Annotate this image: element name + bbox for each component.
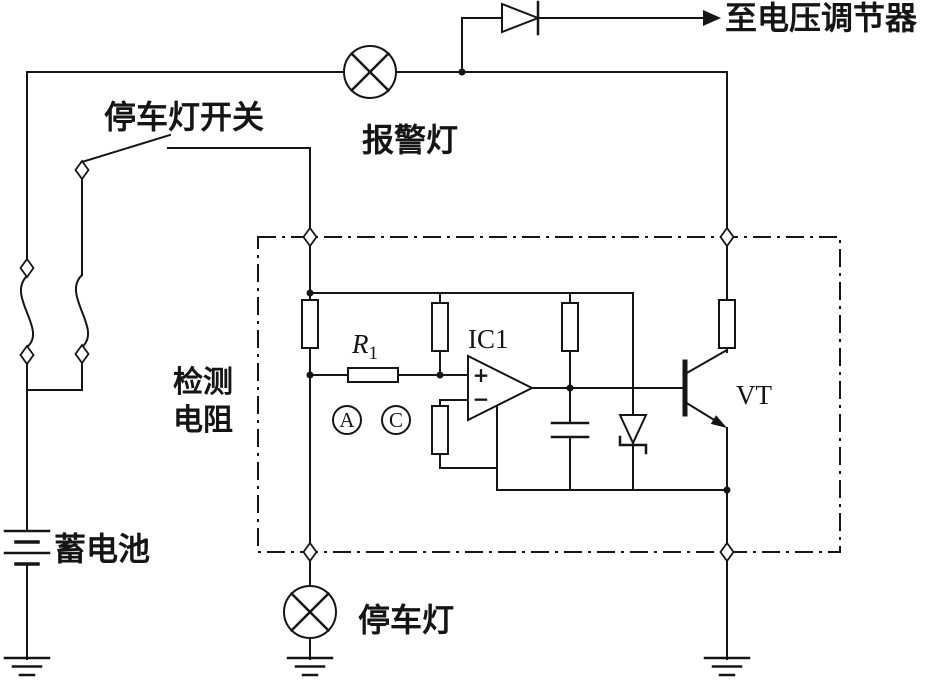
ic1-label: IC1 xyxy=(468,324,509,354)
opamp-triangle xyxy=(467,354,535,422)
terminal-diamonds xyxy=(19,159,735,563)
test-point-c-circle xyxy=(381,405,411,435)
battery-symbol xyxy=(3,529,51,566)
diode-symbol xyxy=(501,0,541,36)
warning-lamp-label: 报警灯 xyxy=(362,121,458,159)
collector-resistor xyxy=(718,299,736,349)
test-point-a-label: A xyxy=(339,408,355,432)
opamp-plus-sign: + xyxy=(473,363,490,387)
divider-resistor-bottom xyxy=(431,405,449,455)
control-module-boundary xyxy=(257,236,841,553)
zener-diode-symbol xyxy=(618,414,648,455)
ground-symbol-right xyxy=(703,656,751,677)
detection-resistor-label-line2: 电阻 xyxy=(173,403,233,438)
output-pullup-resistor xyxy=(561,302,579,352)
to-regulator-label: 至电压调节器 xyxy=(725,0,918,37)
r1-label-base: R xyxy=(351,329,369,359)
r1-label: R1 xyxy=(351,329,378,364)
parking-lamp-symbol xyxy=(283,585,337,639)
vt-label: VT xyxy=(736,380,772,410)
opamp-minus-sign: − xyxy=(473,387,490,411)
warning-lamp-symbol xyxy=(343,45,397,99)
ground-symbol-middle xyxy=(286,656,334,677)
battery-label: 蓄电池 xyxy=(54,530,150,568)
junction-dots xyxy=(306,68,731,494)
transistor-emitter-arrow xyxy=(710,415,727,428)
divider-resistor-top xyxy=(431,302,449,352)
capacitor-symbol xyxy=(550,421,590,439)
parking-switch-label: 停车灯开关 xyxy=(104,98,264,136)
ground-symbol-left xyxy=(3,656,51,677)
r1-label-sub: 1 xyxy=(369,343,379,364)
resistor-r1-symbol xyxy=(347,367,399,383)
detection-resistor-label-line1: 检测 xyxy=(173,365,233,400)
detection-resistor-symbol xyxy=(301,299,319,349)
test-point-a-circle xyxy=(332,405,362,435)
arrowhead-icon xyxy=(703,10,721,26)
test-point-c-label: C xyxy=(389,408,403,432)
parking-lamp-label: 停车灯 xyxy=(358,601,454,639)
